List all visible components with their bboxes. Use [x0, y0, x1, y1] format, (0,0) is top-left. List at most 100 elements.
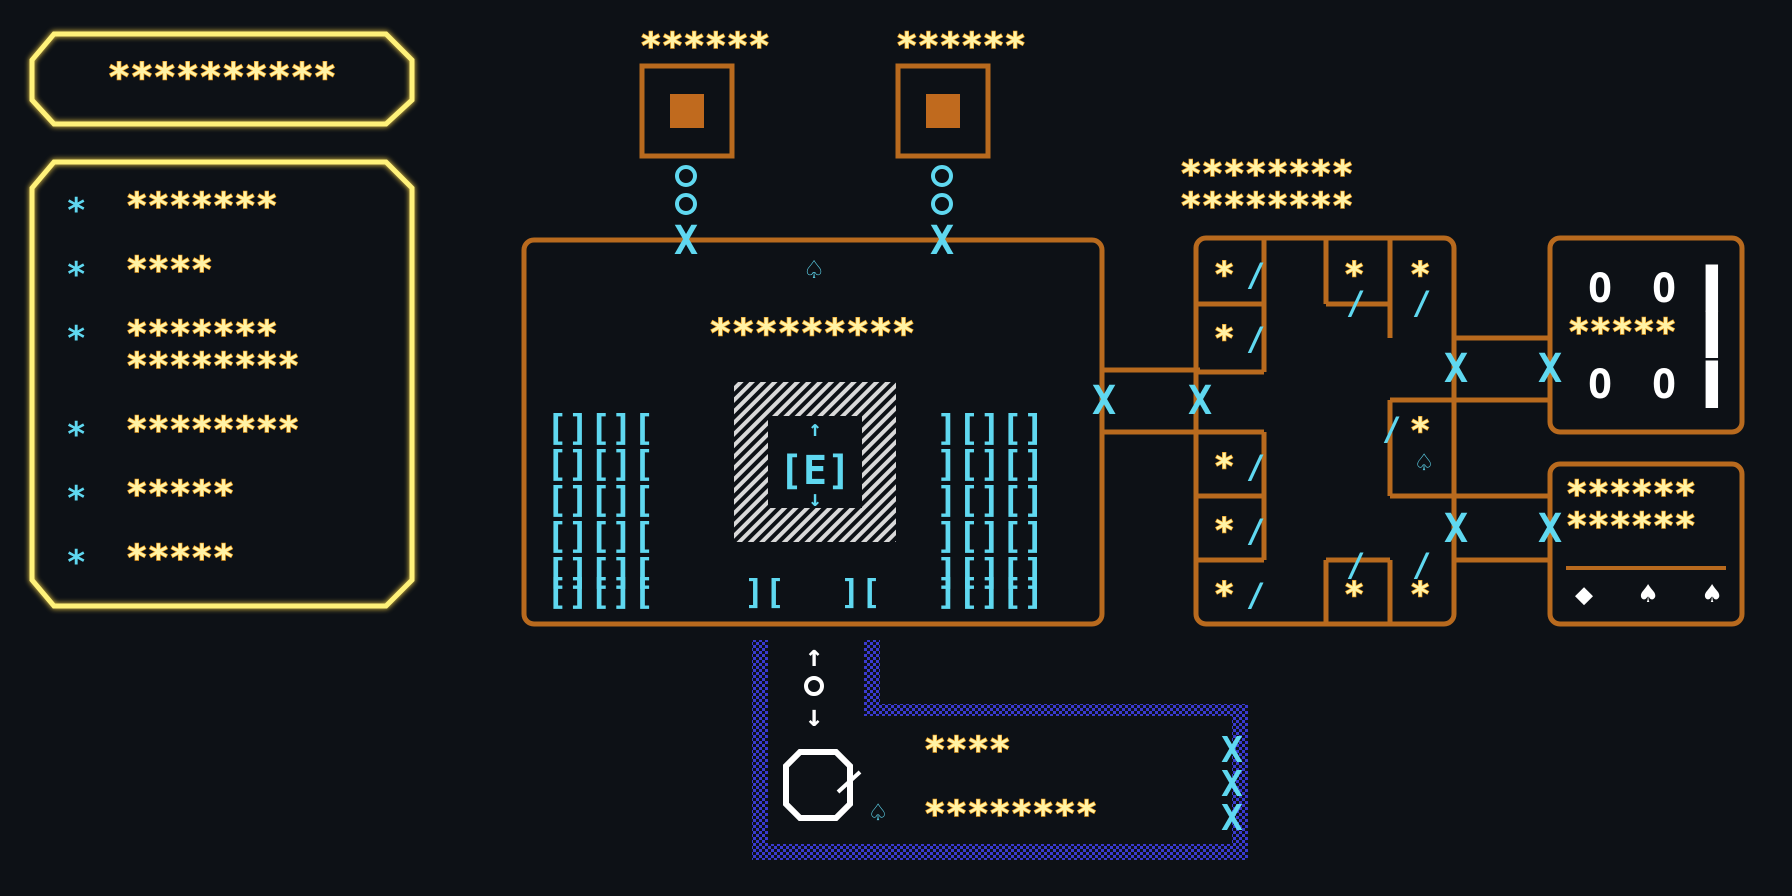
asterisk-icon: *	[66, 191, 86, 231]
svg-text:/: /	[1246, 320, 1265, 358]
door-icon[interactable]: X	[1092, 378, 1116, 424]
svg-text:/: /	[1246, 448, 1265, 486]
door-icon[interactable]: X	[1538, 506, 1562, 552]
tower-right[interactable]: ******	[895, 25, 1027, 159]
spade-icon[interactable]: ♠	[1639, 577, 1657, 612]
svg-text:[][][: [][][	[546, 516, 654, 557]
svg-text:][][]: ][][]	[936, 408, 1044, 449]
svg-text:[][][: [][][	[546, 408, 654, 449]
door-icon[interactable]: X	[930, 218, 954, 264]
cell-block-right: ][][] ][][] ][][] ][][] ][][] ][][]	[936, 408, 1044, 613]
spade-icon[interactable]: ♤	[870, 796, 887, 829]
legend-item[interactable]: * ******* ********	[66, 313, 300, 387]
tower-left[interactable]: ******	[639, 25, 771, 159]
barrel-icon[interactable]: O	[1652, 266, 1676, 312]
arrow-up-icon[interactable]: ↑	[805, 639, 823, 674]
svg-text:*: *	[1410, 575, 1430, 615]
asterisk-icon: *	[66, 479, 86, 519]
svg-text:*: *	[1410, 411, 1430, 451]
svg-text:[][][: [][][	[546, 552, 654, 593]
legend-label: *******	[126, 186, 278, 227]
boat-icon[interactable]	[783, 749, 853, 821]
svg-text:X: X	[1221, 764, 1243, 805]
svg-text:/: /	[1246, 576, 1265, 614]
cell-block-left: [][][ [][][ [][][ [][][ [][][ [][][	[546, 408, 654, 613]
svg-text:*: *	[1214, 511, 1234, 551]
room-b-label: ******	[1566, 474, 1696, 515]
room-b: ****** ****** ◆ ♠ ♠	[1547, 461, 1745, 627]
barrel-icon[interactable]: O	[1652, 362, 1676, 408]
door-icon[interactable]: X	[1444, 346, 1468, 392]
main-hall: ♤ ********* [][][ [][][ [][][ [][][ [][]…	[521, 237, 1105, 627]
block-icon	[926, 94, 960, 128]
legend-label: ********	[126, 410, 299, 451]
legend-label: *******	[126, 314, 278, 355]
water-channel	[752, 640, 1248, 860]
spade-icon[interactable]: ♠	[1703, 577, 1721, 612]
legend-label: ****	[126, 250, 213, 291]
svg-text:/: /	[1346, 284, 1365, 322]
chain-left	[675, 165, 697, 215]
corridor-east	[1102, 367, 1200, 435]
dock-label: ********	[924, 794, 1097, 835]
svg-text:[][][: [][][	[546, 480, 654, 521]
svg-text:↑: ↑	[808, 417, 821, 442]
spade-icon[interactable]: ♤	[805, 253, 823, 288]
barrel-icon[interactable]: O	[1588, 362, 1612, 408]
east-wing: * * * * * * * * * * / / / / / / / / / / …	[1193, 235, 1454, 627]
gate-bracket: ][	[840, 573, 881, 613]
header-panel: **********	[29, 31, 415, 127]
gate-bracket: ][	[744, 573, 785, 613]
legend-label: *****	[126, 538, 234, 579]
legend-label: *****	[126, 474, 234, 515]
dock: ↑ ↓ ♤ **** ******** X X X	[783, 639, 1243, 839]
door-icon[interactable]: X	[1444, 506, 1468, 552]
east-wing-label: ********	[1180, 154, 1353, 195]
svg-text:*: *	[1214, 575, 1234, 615]
svg-text:X: X	[1221, 798, 1243, 839]
legend-item[interactable]: * ********	[66, 409, 300, 455]
pillar-icon: ▌	[1705, 264, 1730, 312]
legend-item[interactable]: * *****	[66, 537, 235, 583]
tower-left-label: ******	[640, 26, 770, 67]
svg-text:/: /	[1346, 546, 1365, 584]
svg-text:*: *	[1214, 255, 1234, 295]
svg-text:*: *	[1410, 255, 1430, 295]
svg-text:][][]: ][][]	[936, 480, 1044, 521]
spade-icon[interactable]: ♤	[1416, 446, 1433, 479]
room-a-label: *****	[1568, 312, 1676, 353]
asterisk-icon: *	[66, 415, 86, 455]
legend-item[interactable]: * *******	[66, 185, 278, 231]
pillar-icon: ▌	[1705, 310, 1730, 358]
svg-text:*: *	[1344, 575, 1364, 615]
svg-text:/: /	[1246, 512, 1265, 550]
door-icon[interactable]: X	[674, 218, 698, 264]
asterisk-icon: *	[66, 319, 86, 359]
header-title: **********	[108, 55, 337, 99]
throne-area[interactable]: [E] ↑ ↓	[734, 382, 896, 542]
legend-item[interactable]: * *****	[66, 473, 235, 519]
svg-text:][][]: ][][]	[936, 552, 1044, 593]
main-hall-label: *********	[709, 311, 915, 355]
door-icon[interactable]: X	[1188, 378, 1212, 424]
svg-text:/: /	[1246, 256, 1265, 294]
svg-text:][][]: ][][]	[936, 444, 1044, 485]
svg-text:*: *	[1214, 447, 1234, 487]
chain-right	[931, 165, 953, 215]
legend-panel: * ******* * **** * ******* ******** * **…	[29, 159, 415, 609]
door-icon[interactable]: X	[1538, 346, 1562, 392]
svg-text:][][]: ][][]	[936, 572, 1044, 613]
dock-label: ****	[924, 730, 1011, 771]
barrel-icon[interactable]: O	[1588, 266, 1612, 312]
svg-text:/: /	[1382, 410, 1401, 448]
legend-item[interactable]: * ****	[66, 249, 213, 295]
pillar-icon: ▌	[1705, 360, 1730, 408]
gem-icon[interactable]: ◆	[1575, 577, 1593, 612]
chain-x: X X X	[1221, 730, 1243, 839]
arrow-down-icon[interactable]: ↓	[805, 699, 823, 734]
svg-text:*: *	[1344, 255, 1364, 295]
asterisk-icon: *	[66, 543, 86, 583]
asterisk-icon: *	[66, 255, 86, 295]
east-wing-label: ********	[1180, 186, 1353, 227]
